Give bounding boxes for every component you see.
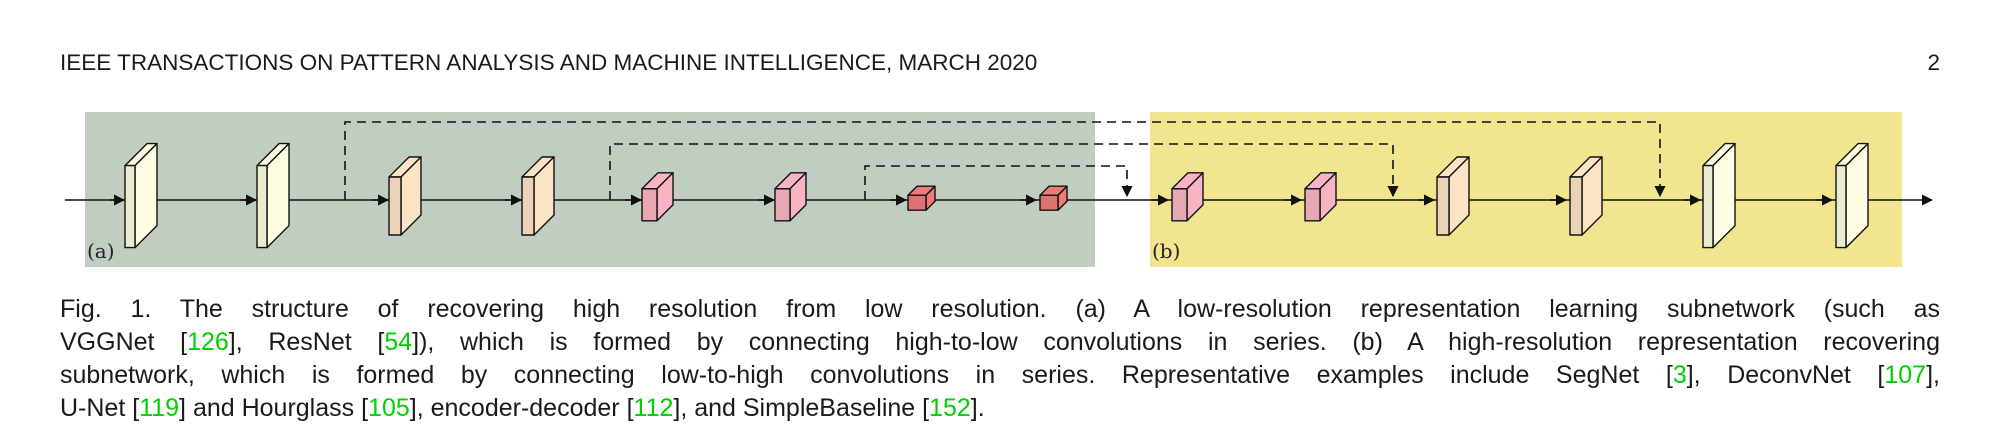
skip-connections bbox=[344, 121, 1666, 200]
caption-line-2: VGGNet [126], ResNet [54]), which is for… bbox=[60, 328, 1940, 356]
conv-blocks bbox=[124, 142, 1869, 249]
block-front-face bbox=[256, 164, 268, 249]
conv-block-mid bbox=[388, 156, 422, 236]
citation-link[interactable]: 112 bbox=[633, 394, 674, 422]
conv-block-low bbox=[1304, 172, 1337, 222]
caption-line-1: Fig. 1. The structure of recovering high… bbox=[60, 295, 1940, 323]
conv-block-mid bbox=[521, 156, 555, 236]
citation-link[interactable]: 119 bbox=[139, 394, 180, 422]
block-front-face bbox=[641, 188, 658, 222]
caption-line-4: U-Net [119] and Hourglass [105], encoder… bbox=[60, 394, 985, 422]
conv-block-high bbox=[1702, 142, 1736, 249]
conv-block-lowest bbox=[907, 185, 936, 211]
block-front-face bbox=[1702, 164, 1714, 249]
block-front-face bbox=[1304, 188, 1321, 222]
page-header: IEEE TRANSACTIONS ON PATTERN ANALYSIS AN… bbox=[60, 50, 1940, 82]
conv-block-low bbox=[1171, 172, 1204, 222]
panel-b-label: (b) bbox=[1152, 239, 1180, 263]
citation-link[interactable]: 54 bbox=[384, 328, 413, 356]
conv-block-mid bbox=[1569, 156, 1603, 236]
conv-block-high bbox=[124, 142, 158, 249]
block-front-face bbox=[388, 176, 402, 236]
skip-connection-high bbox=[344, 121, 1666, 200]
citation-link[interactable]: 126 bbox=[187, 328, 229, 356]
block-front-face bbox=[1171, 188, 1188, 222]
block-front-face bbox=[1039, 194, 1059, 211]
citation-link[interactable]: 152 bbox=[929, 394, 971, 422]
citation-link[interactable]: 105 bbox=[368, 394, 410, 422]
block-front-face bbox=[1569, 176, 1583, 236]
skip-connection-low bbox=[864, 165, 1133, 200]
panel-a-background bbox=[85, 112, 1095, 267]
block-front-face bbox=[774, 188, 791, 222]
citation-link[interactable]: 3 bbox=[1672, 361, 1687, 389]
conv-block-low bbox=[774, 172, 807, 222]
conv-block-high bbox=[256, 142, 290, 249]
block-front-face bbox=[124, 164, 136, 249]
block-front-face bbox=[1436, 176, 1450, 236]
figure-1: (a) (b) bbox=[0, 100, 2000, 280]
block-front-face bbox=[521, 176, 535, 236]
block-front-face bbox=[907, 194, 927, 211]
conv-block-low bbox=[641, 172, 674, 222]
conv-block-high bbox=[1835, 142, 1869, 249]
conv-block-lowest bbox=[1039, 185, 1068, 211]
conv-block-mid bbox=[1436, 156, 1470, 236]
journal-title: IEEE TRANSACTIONS ON PATTERN ANALYSIS AN… bbox=[60, 50, 1038, 75]
block-front-face bbox=[1835, 164, 1847, 249]
figure-diagram: (a) (b) bbox=[65, 112, 1934, 267]
figure-caption: Fig. 1. The structure of recovering high… bbox=[60, 293, 1940, 425]
panel-a-label: (a) bbox=[87, 239, 115, 263]
citation-link[interactable]: 107 bbox=[1884, 361, 1927, 389]
caption-line-3: subnetwork, which is formed by connectin… bbox=[60, 361, 1940, 389]
panel-b-background bbox=[1150, 112, 1902, 267]
page-number: 2 bbox=[1927, 50, 1940, 75]
